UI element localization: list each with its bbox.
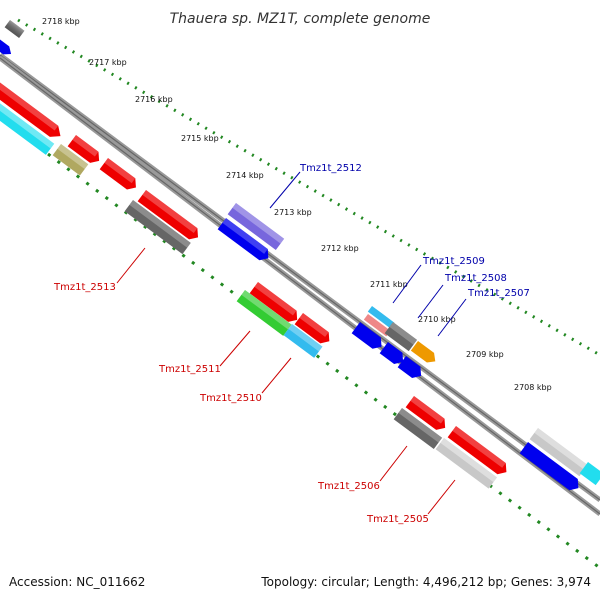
gene-features [0,20,600,494]
accession-text: Accession: NC_011662 [9,575,145,589]
gene-label[interactable]: Tmz1t_2513 [53,282,116,293]
gene-feature[interactable] [249,282,302,325]
gene-feature[interactable] [405,396,450,433]
tick-label: 2714 kbp [226,171,264,180]
tick-labels: 2718 kbp 2717 kbp 2716 kbp 2715 kbp 2714… [42,17,552,392]
gene-feature[interactable] [236,290,292,336]
gene-feature[interactable] [283,324,323,358]
gene-label[interactable]: Tmz1t_2511 [158,364,221,375]
gene-feature[interactable] [579,462,600,486]
tick-track-outer [17,18,600,357]
gene-feature[interactable] [217,218,273,264]
label-leaders [116,171,467,515]
gene-feature[interactable] [447,426,511,478]
gene-feature[interactable] [124,200,191,255]
gene-feature[interactable] [67,135,104,167]
genome-backbone [0,52,600,516]
gene-label[interactable]: Tmz1t_2506 [317,481,380,492]
gene-label[interactable]: Tmz1t_2510 [199,393,262,404]
gene-feature[interactable] [397,356,426,382]
gene-feature[interactable] [435,438,497,489]
gene-feature[interactable] [0,96,55,155]
gene-feature[interactable] [363,314,391,337]
gene-label[interactable]: Tmz1t_2508 [444,273,507,284]
genome-info-text: Topology: circular; Length: 4,496,212 bp… [260,575,591,589]
tick-label: 2712 kbp [321,244,359,253]
tick-label: 2715 kbp [181,134,219,143]
map-title: Thauera sp. MZ1T, complete genome [170,11,431,27]
gene-feature[interactable] [351,322,386,352]
gene-feature[interactable] [410,341,439,366]
gene-feature[interactable] [52,144,89,176]
gene-label[interactable]: Tmz1t_2509 [422,256,485,267]
gene-feature[interactable] [0,38,14,58]
gene-feature[interactable] [227,203,285,251]
tick-label: 2708 kbp [514,383,552,392]
gene-feature[interactable] [379,342,408,368]
gene-feature[interactable] [384,322,418,352]
gene-feature[interactable] [137,190,203,243]
gene-feature[interactable] [367,306,395,329]
gene-label[interactable]: Tmz1t_2512 [299,163,362,174]
gene-feature[interactable] [294,313,334,347]
tick-label: 2713 kbp [274,208,312,217]
gene-label[interactable]: Tmz1t_2505 [366,514,429,525]
gene-feature[interactable] [393,408,443,450]
gene-feature[interactable] [99,158,140,193]
tick-label: 2716 kbp [135,95,173,104]
gene-feature[interactable] [529,428,588,477]
gene-feature[interactable] [0,78,65,142]
gene-label[interactable]: Tmz1t_2507 [467,288,530,299]
gene-feature[interactable] [519,442,583,494]
gene-labels: Tmz1t_2512 Tmz1t_2509 Tmz1t_2508 Tmz1t_2… [53,163,530,525]
tick-label: 2710 kbp [418,315,456,324]
tick-label: 2718 kbp [42,17,80,26]
tick-label: 2709 kbp [466,350,504,359]
tick-label: 2711 kbp [370,280,408,289]
tick-label: 2717 kbp [89,58,127,67]
